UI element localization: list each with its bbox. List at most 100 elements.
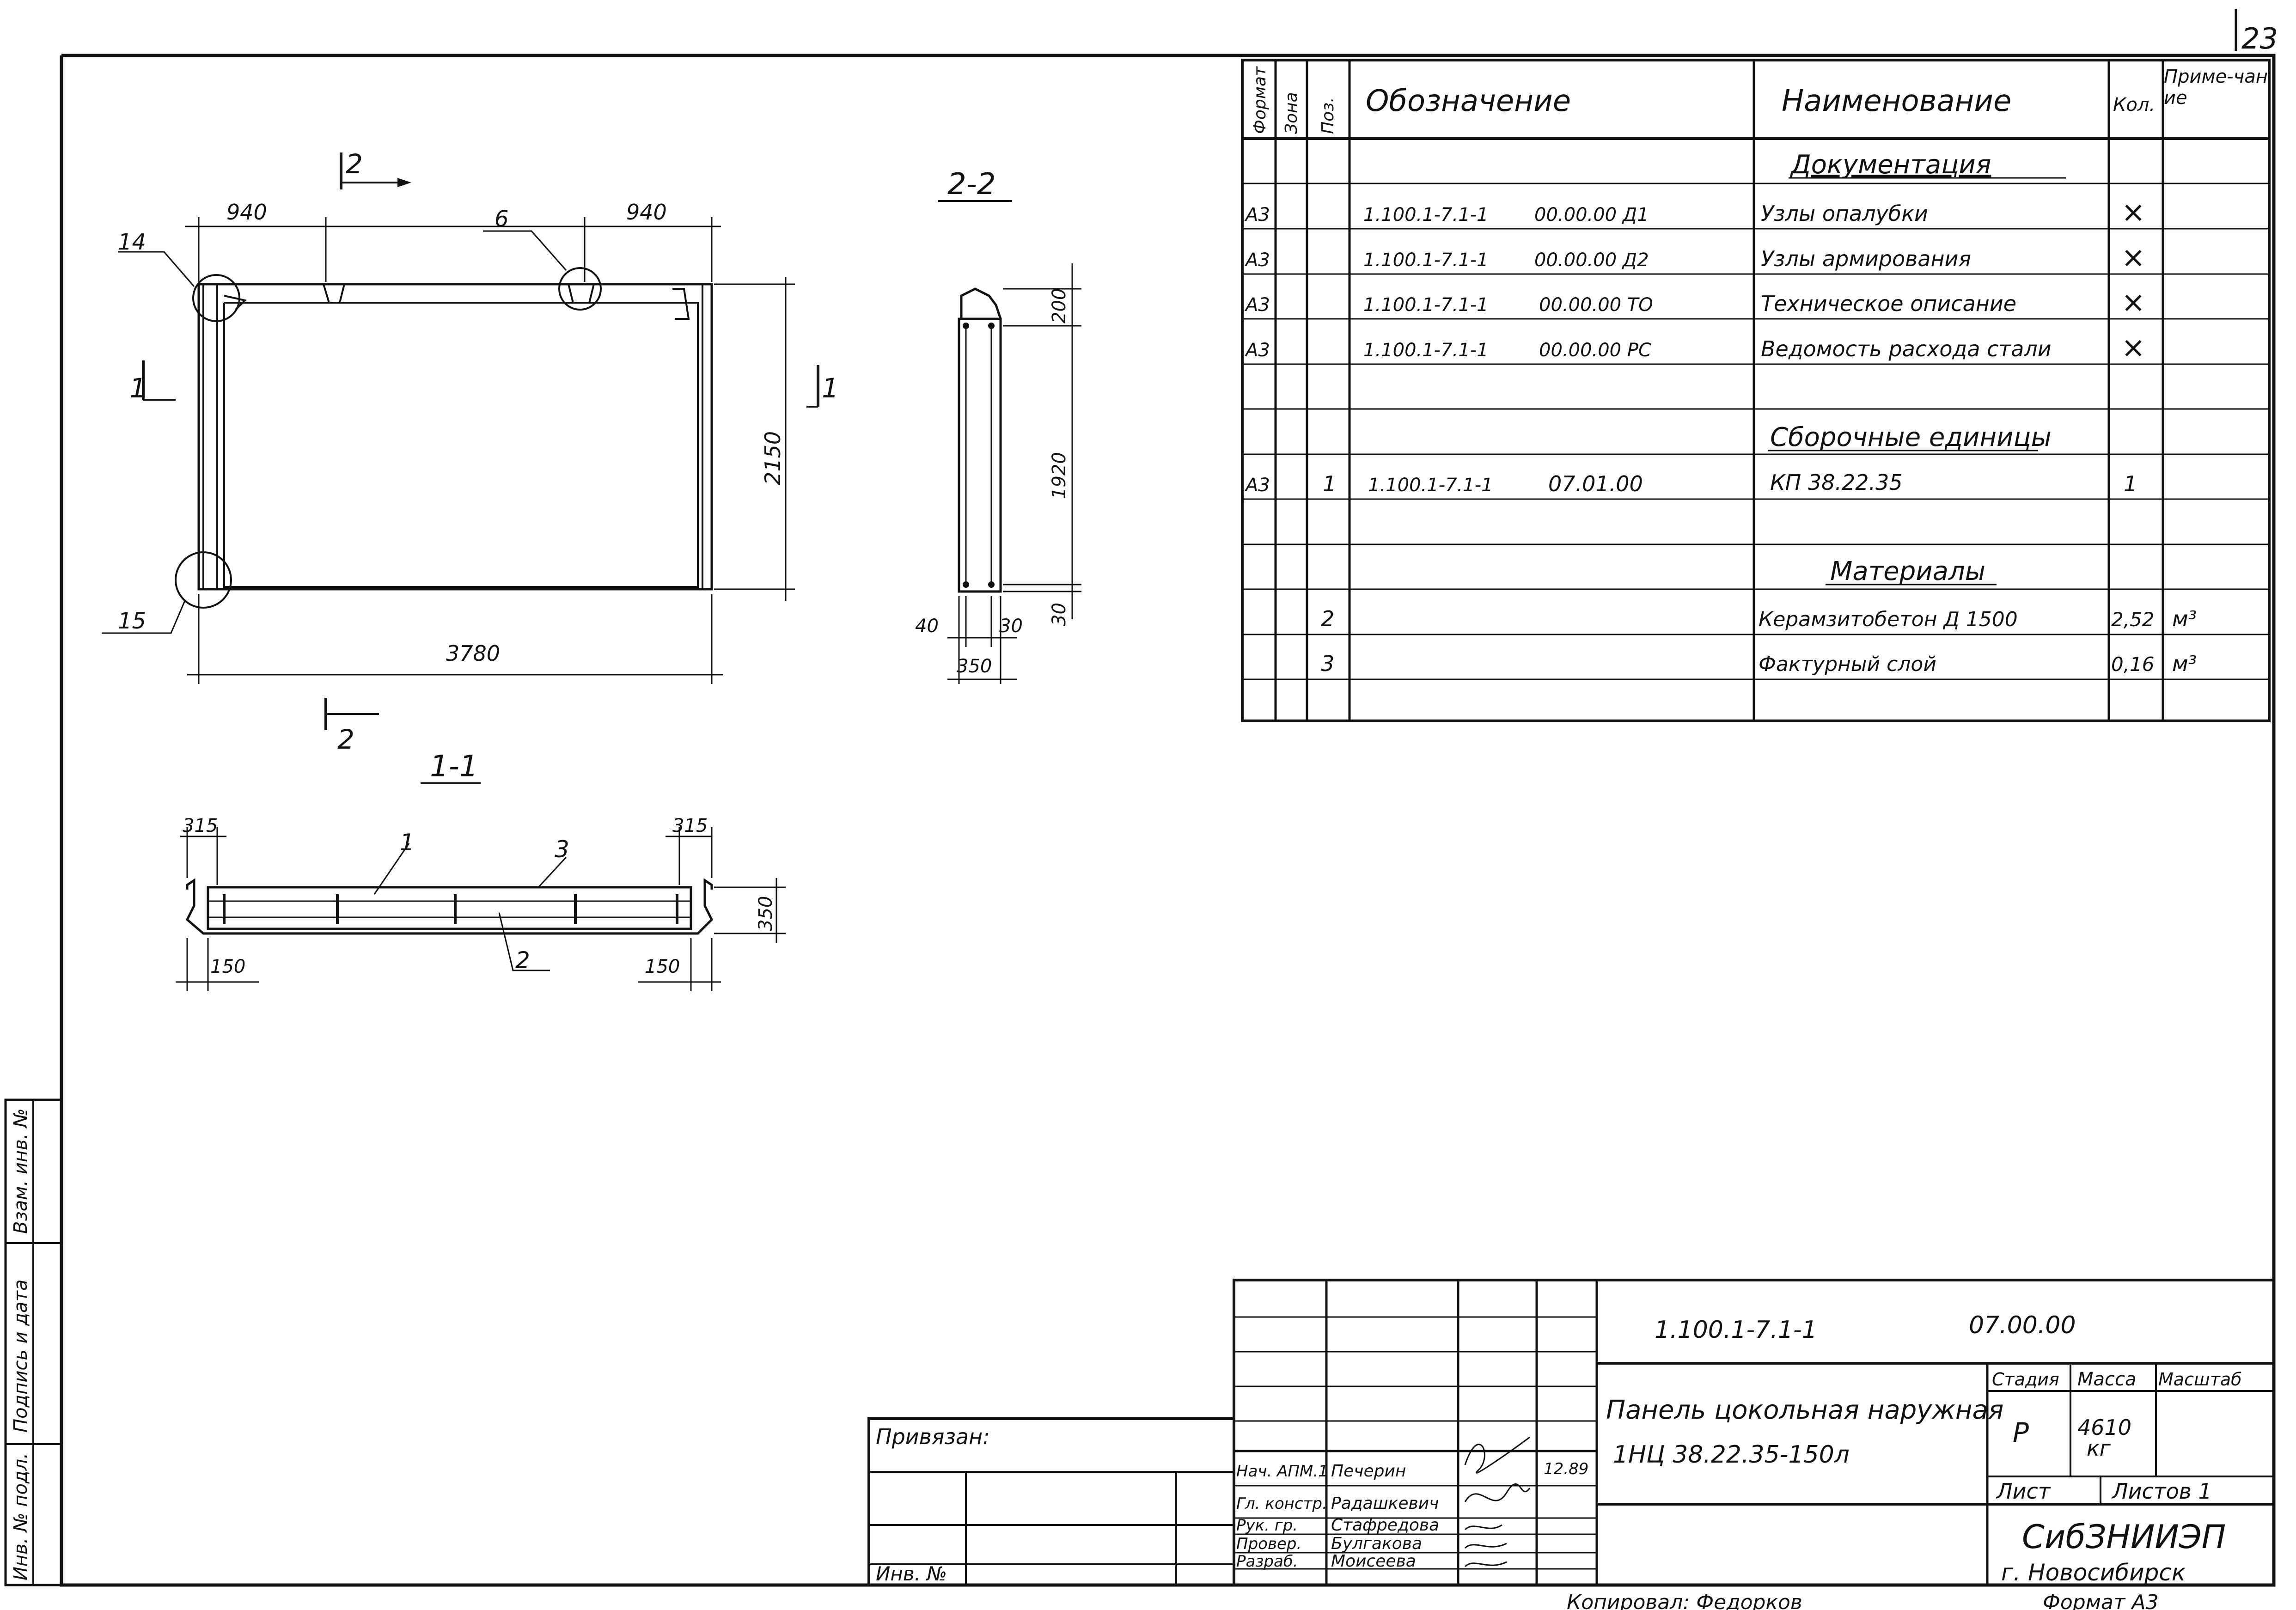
header-designation: Обозначение [1366,84,1571,118]
row2-code: 00.00.00 Д2 [1534,250,1649,271]
dim-2-2-top: 200 [1049,288,1070,323]
role-5: Разраб. [1236,1552,1298,1571]
row1-format: А3 [1244,204,1270,226]
assembly-pos: 1 [1323,471,1336,496]
section-mark-top: 2 [346,148,363,180]
row1-code: 00.00.00 Д1 [1534,204,1649,226]
header-note: Приме-чание [2164,66,2268,109]
name-1: Печерин [1331,1462,1406,1481]
assembly-qty: 1 [2124,471,2137,496]
header-zone: Зона [1282,92,1301,134]
row2-qty: × [2121,240,2145,274]
footer-format: Формат А3 [2043,1591,2159,1610]
row1-qty: × [2121,195,2145,229]
section-1-1-title: 1-1 [430,750,478,784]
row1-name: Узлы опалубки [1761,201,1928,226]
row3-code: 00.00.00 ТО [1539,294,1653,316]
label-1-1-b: 3 [555,836,569,863]
dim-plan-top-left: 940 [226,200,267,225]
stage-value: Р [2013,1417,2029,1448]
sheets-label: Листов 1 [2111,1479,2212,1504]
spec-table: Формат Зона Поз. Обозначение Наименовани… [1241,59,2271,722]
material1-qty: 2,52 [2111,608,2155,631]
table-row: А3 1 1.100.1-7.1-1 07.01.00 КП 38.22.35 … [1244,470,2137,496]
material2-name: Фактурный слой [1759,653,1936,676]
assembly-code: 07.01.00 [1548,471,1643,496]
callout-15: 15 [118,608,146,634]
row4-name: Ведомость расхода стали [1761,336,2052,361]
footer-copied: Копировал: Федорков [1567,1591,1802,1610]
inv-label: Инв. № [876,1562,947,1585]
detail-circle-15 [175,551,232,609]
page-number: 23 [2241,22,2278,55]
sheet-frame [60,54,2276,1587]
section-2-2: 2-2 200 1920 30 40 30 350 [915,167,1081,684]
assembly-designation: 1.100.1-7.1-1 [1368,475,1493,496]
row2-designation: 1.100.1-7.1-1 [1363,250,1489,271]
title-block: Привязан: Инв. № Нач. АПМ.1 Печерин Гл. … [867,1279,2274,1586]
signature-3 [1464,1524,1502,1531]
table-row: 3 Фактурный слой 0,16 м³ [1321,651,2197,676]
section-assemblies: Сборочные единицы [1770,422,2052,452]
signature-1 [1464,1436,1530,1474]
side-stamp: Взам. инв. № Подпись и дата Инв. № подл. [4,1098,63,1586]
stamp-original-inv: Инв. № подл. [10,1453,31,1580]
title-line-1: Панель цокольная наружная [1606,1395,2003,1425]
table-row: А3 1.100.1-7.1-1 00.00.00 ТО Техническое… [1244,285,2145,319]
role-3: Рук. гр. [1236,1516,1298,1535]
section-docs: Документация [1789,150,1991,180]
material2-note: м³ [2172,651,2197,676]
stage-label: Стадия [1992,1369,2059,1390]
dim-2-2-middle: 1920 [1049,452,1070,499]
stamp-signature-date: Подпись и дата [10,1280,31,1433]
signature-2 [1464,1483,1531,1502]
role-4: Провер. [1236,1535,1301,1553]
row3-name: Техническое описание [1761,291,2016,316]
mass-unit: кг [2087,1436,2111,1461]
header-qty: Кол. [2113,94,2155,116]
table-row: 2 Керамзитобетон Д 1500 2,52 м³ [1321,606,2197,631]
section-mark-right: 1 [822,372,839,404]
material1-note: м³ [2172,606,2197,631]
name-4: Булгакова [1331,1534,1422,1553]
dim-1-1-top-left: 315 [183,815,218,836]
doc-code-2: 07.00.00 [1969,1311,2076,1339]
dim-plan-height: 2150 [760,431,785,485]
dim-1-1-bottom-right: 150 [645,956,680,977]
row3-qty: × [2121,285,2145,319]
doc-code: 1.100.1-7.1-1 [1655,1316,1817,1344]
label-1-1-a: 1 [400,829,415,856]
name-3: Стафредова [1331,1516,1439,1535]
callout-6: 6 [495,206,509,232]
row2-name: Узлы армирования [1761,246,1971,271]
row3-format: А3 [1244,294,1270,316]
detail-circle-6 [558,267,602,311]
mass-label: Масса [2077,1369,2137,1390]
assembly-format: А3 [1244,475,1270,496]
row4-qty: × [2121,330,2145,364]
section-mark-bottom: 2 [337,724,354,755]
scale-label: Масштаб [2158,1369,2242,1390]
plan-view: 14 6 15 940 940 2150 3780 2 2 1 1 [102,148,839,755]
row4-format: А3 [1244,340,1270,361]
title-line-2: 1НЦ 38.22.35-150л [1613,1441,1850,1469]
detail-circle-14 [192,274,240,322]
role-2: Гл. констр. [1236,1494,1327,1513]
header-pos: Поз. [1319,97,1337,134]
table-row: А3 1.100.1-7.1-1 00.00.00 Д2 Узлы армиро… [1244,240,2145,274]
name-5: Моисеева [1331,1552,1416,1571]
dim-plan-top-right: 940 [626,200,667,225]
section-1-1: 1-1 1 3 2 315 315 150 150 [176,750,786,991]
signature-5 [1464,1561,1507,1567]
row4-designation: 1.100.1-7.1-1 [1363,340,1489,361]
material2-pos: 3 [1321,651,1334,676]
name-2: Радашкевич [1331,1494,1439,1513]
sheet-label: Лист [1996,1479,2051,1504]
city: г. Новосибирск [2001,1559,2186,1586]
dim-plan-width: 3780 [446,641,500,666]
dim-2-2-right: 30 [999,616,1023,637]
header-name: Наименование [1782,84,2011,118]
dim-1-1-top-right: 315 [672,815,708,836]
bound-label: Привязан: [876,1424,990,1449]
